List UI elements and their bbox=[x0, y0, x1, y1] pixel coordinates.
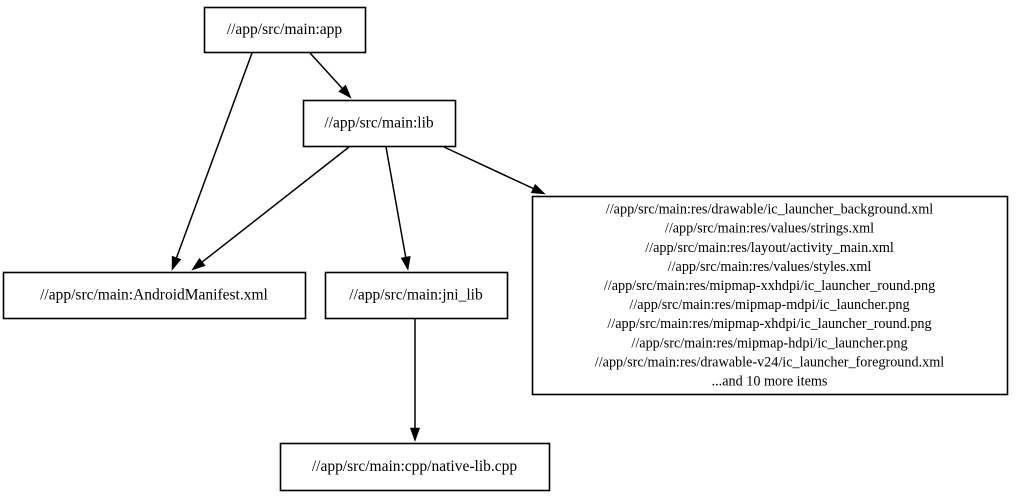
edge-line bbox=[200, 146, 350, 264]
edge-arrowhead bbox=[191, 257, 206, 271]
resource-line: //app/src/main:res/values/strings.xml bbox=[665, 221, 874, 237]
resource-line: //app/src/main:res/values/styles.xml bbox=[668, 259, 872, 275]
edge-arrowhead bbox=[530, 183, 546, 195]
edge-arrowhead bbox=[338, 84, 352, 99]
node-resources[interactable]: //app/src/main:res/drawable/ic_launcher_… bbox=[531, 195, 1009, 396]
edge-arrowhead bbox=[400, 256, 411, 271]
node-manifest[interactable]: //app/src/main:AndroidManifest.xml bbox=[2, 271, 307, 320]
edge-jni-lib-to-native-lib bbox=[409, 319, 421, 442]
resource-line: ...and 10 more items bbox=[712, 374, 828, 390]
edge-lib-to-jni-lib bbox=[385, 146, 411, 271]
node-box[interactable] bbox=[324, 271, 509, 320]
nodes-layer: //app/src/main:app //app/src/main:lib //ap… bbox=[2, 6, 1009, 492]
node-label: //app/src/main:cpp/native-lib.cpp bbox=[312, 458, 518, 475]
node-box[interactable] bbox=[302, 99, 457, 148]
resource-line: //app/src/main:res/mipmap-xxhdpi/ic_laun… bbox=[604, 278, 935, 294]
node-box[interactable] bbox=[531, 195, 1009, 396]
resource-line: //app/src/main:res/drawable-v24/ic_launc… bbox=[595, 354, 945, 370]
node-box[interactable] bbox=[203, 6, 367, 54]
edges-layer bbox=[171, 52, 546, 442]
edge-lib-to-manifest bbox=[191, 146, 350, 271]
edge-lib-to-resources bbox=[443, 146, 546, 195]
node-box[interactable] bbox=[2, 271, 307, 320]
resource-line: //app/src/main:res/layout/activity_main.… bbox=[645, 240, 894, 256]
edge-arrowhead bbox=[409, 427, 421, 442]
edge-app-to-manifest bbox=[171, 52, 253, 271]
resource-line: //app/src/main:res/drawable/ic_launcher_… bbox=[606, 202, 933, 218]
edge-line bbox=[385, 146, 407, 260]
edge-line bbox=[175, 52, 253, 260]
node-native_lib_cpp[interactable]: //app/src/main:cpp/native-lib.cpp bbox=[279, 442, 551, 492]
node-label: //app/src/main:lib bbox=[324, 115, 434, 132]
edge-line bbox=[309, 52, 345, 91]
node-label: //app/src/main:jni_lib bbox=[349, 287, 483, 304]
node-lib[interactable]: //app/src/main:lib bbox=[302, 99, 457, 148]
edge-app-to-lib bbox=[309, 52, 352, 99]
node-jni_lib[interactable]: //app/src/main:jni_lib bbox=[324, 271, 509, 320]
node-label: //app/src/main:app bbox=[227, 21, 343, 38]
edge-arrowhead bbox=[171, 255, 182, 271]
edge-line bbox=[443, 146, 536, 191]
node-app[interactable]: //app/src/main:app bbox=[203, 6, 367, 54]
node-box[interactable] bbox=[279, 442, 551, 492]
resource-line: //app/src/main:res/mipmap-mdpi/ic_launch… bbox=[629, 297, 909, 313]
resource-line: //app/src/main:res/mipmap-hdpi/ic_launch… bbox=[631, 335, 907, 351]
resource-line: //app/src/main:res/mipmap-xhdpi/ic_launc… bbox=[607, 316, 931, 332]
node-label: //app/src/main:AndroidManifest.xml bbox=[40, 287, 268, 304]
